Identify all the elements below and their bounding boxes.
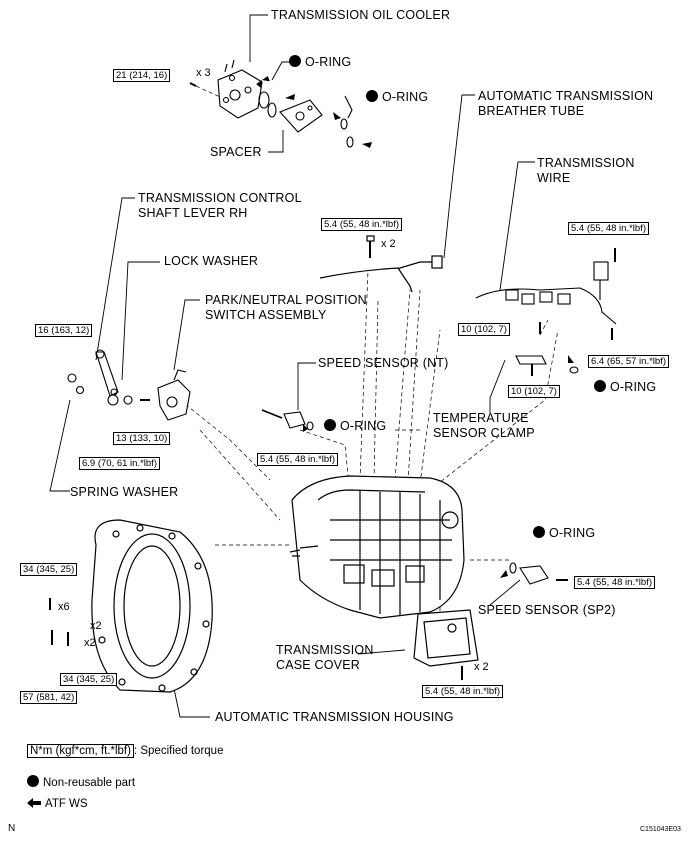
label-speed-sensor-sp2: SPEED SENSOR (SP2) [478,603,616,617]
label-control-lever-line2: SHAFT LEVER RH [138,206,248,220]
label-o-ring-1: O-RING [289,55,351,70]
torque-housing-bolt-b: 34 (345, 25) [60,673,118,686]
qty-cover: x 2 [474,661,489,673]
label-housing: AUTOMATIC TRANSMISSION HOUSING [215,710,454,724]
non-reusable-dot-icon [27,775,39,787]
label-o-ring-3: O-RING [324,419,386,434]
o-ring-text: O-RING [340,419,387,433]
o-ring-text: O-RING [610,380,657,394]
oil-cooler-drawing [189,59,354,148]
control-lever-drawing [67,349,191,421]
o-ring-text: O-RING [549,526,596,540]
legend-nonreusable: Non-reusable part [27,775,135,790]
qty-breather: x 2 [381,238,396,250]
label-park-neutral-line2: SWITCH ASSEMBLY [205,308,327,322]
torque-clamp-bolt: 10 (102, 7) [508,385,560,398]
torque-sp2-bolt: 5.4 (55, 48 in.*lbf) [574,576,655,589]
qty-oil-cooler: x 3 [196,67,211,79]
torque-oil-cooler-bolt: 21 (214, 16) [113,69,171,82]
non-reusable-dot-icon [594,380,606,392]
torque-breather-bolt: 5.4 (55, 48 in.*lbf) [321,218,402,231]
alignment-lines [179,85,559,620]
label-breather-line1: AUTOMATIC TRANSMISSION [478,89,654,103]
speed-sensor-nt-drawing [261,409,314,431]
label-o-ring-2: O-RING [366,90,428,105]
label-o-ring-5: O-RING [533,526,595,541]
label-temp-clamp-line2: SENSOR CLAMP [433,426,535,440]
atf-arrows [256,75,574,578]
label-temp-clamp-line1: TEMPERATURE [433,411,529,425]
breather-tube-drawing [319,235,443,293]
qty-housing-x2-b: x2 [84,637,96,649]
legend-atf: ATF WS [27,798,88,811]
non-reusable-dot-icon [533,526,545,538]
label-speed-sensor-nt: SPEED SENSOR (NT) [318,356,449,370]
o-ring-text: O-RING [382,90,429,104]
non-reusable-dot-icon [289,55,301,67]
transmission-case-drawing [289,475,465,619]
label-lock-washer: LOCK WASHER [164,254,259,268]
housing-drawing [49,519,213,693]
transmission-wire-drawing [475,248,617,376]
speed-sensor-sp2-drawing [509,562,568,585]
label-spacer: SPACER [210,145,262,159]
legend-torque-unit: N*m (kgf*cm, ft.*lbf) [27,744,134,758]
label-park-neutral-line1: PARK/NEUTRAL POSITION [205,293,367,307]
legend-nonreusable-text: Non-reusable part [43,777,136,789]
label-breather-line2: BREATHER TUBE [478,104,585,118]
label-o-ring-4: O-RING [594,380,656,395]
torque-lever-nut: 16 (163, 12) [35,324,93,337]
torque-cover-bolt: 5.4 (55, 48 in.*lbf) [422,685,503,698]
legend-torque-text: : Specified torque [133,745,224,757]
o-ring-text: O-RING [305,55,352,69]
qty-housing-x2-a: x2 [90,620,102,632]
legend-torque: N*m (kgf*cm, ft.*lbf): Specified torque [27,744,224,758]
label-wire-line2: WIRE [537,171,571,185]
torque-switch-bolt: 13 (133, 10) [113,432,171,445]
legend-atf-text: ATF WS [45,798,88,810]
label-oil-cooler: TRANSMISSION OIL COOLER [271,8,451,22]
label-wire-line1: TRANSMISSION [537,156,635,170]
label-control-lever-line1: TRANSMISSION CONTROL [138,191,302,205]
torque-wire-top: 5.4 (55, 48 in.*lbf) [568,222,649,235]
corner-mark: N [8,823,16,834]
torque-switch-nut: 6.9 (70, 61 in.*lbf) [79,457,160,470]
illustration-code: C151043E03 [640,826,681,833]
label-case-cover-line2: CASE COVER [276,658,360,672]
non-reusable-dot-icon [324,419,336,431]
label-spring-washer: SPRING WASHER [70,485,179,499]
label-case-cover-line1: TRANSMISSION [276,643,374,657]
torque-housing-bolt-a: 34 (345, 25) [20,563,78,576]
torque-wire-right: 6.4 (65, 57 in.*lbf) [588,355,669,368]
case-cover-drawing [413,609,479,680]
qty-housing-x6: x6 [58,601,70,613]
non-reusable-dot-icon [366,90,378,102]
torque-nt-bolt: 5.4 (55, 48 in.*lbf) [257,453,338,466]
torque-housing-bolt-c: 57 (581, 42) [20,691,78,704]
atf-arrow-icon [27,798,41,808]
torque-wire-bolt: 10 (102, 7) [458,323,510,336]
